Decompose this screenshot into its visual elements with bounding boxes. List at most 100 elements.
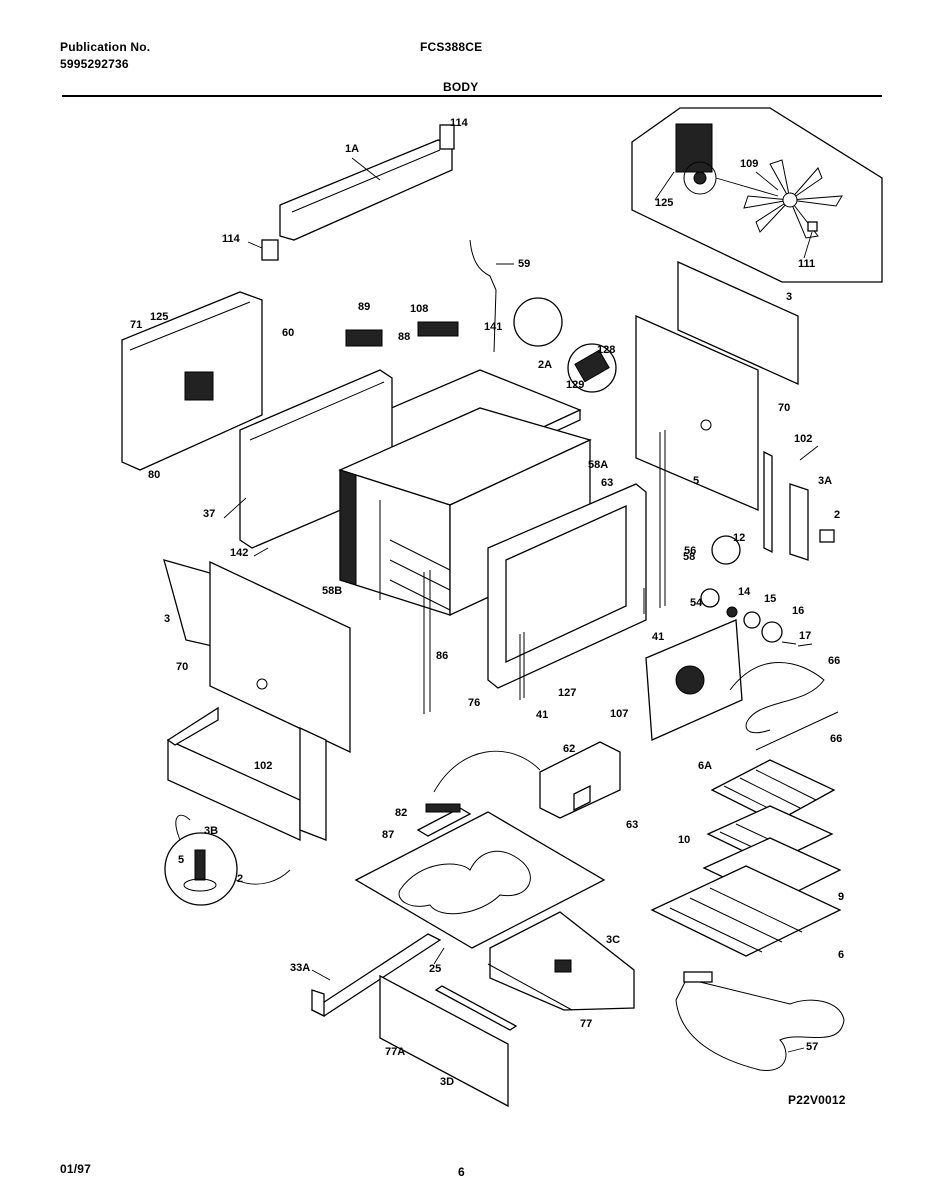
callout-1a: 1A	[345, 143, 359, 155]
fan-blade-icon	[743, 159, 843, 239]
part-102-kick-panel	[166, 706, 327, 842]
callout-2: 2	[237, 873, 243, 885]
part-57-bake-element	[675, 971, 845, 1071]
leader-line	[351, 157, 381, 181]
callout-70: 70	[778, 402, 790, 414]
callout-17: 17	[799, 630, 811, 642]
part-25-oven-bottom	[354, 803, 606, 949]
callout-14: 14	[738, 586, 751, 598]
callout-102: 102	[794, 433, 812, 445]
callout-3c: 3C	[606, 934, 620, 946]
callout-109: 109	[740, 158, 758, 170]
callout-86: 86	[436, 650, 448, 662]
callout-10: 10	[678, 834, 690, 846]
callout-57: 57	[806, 1041, 818, 1053]
callout-9: 9	[838, 891, 844, 903]
callout-5: 5	[693, 475, 699, 487]
callout-3d: 3D	[440, 1076, 454, 1088]
part-top-components	[345, 239, 617, 393]
leader-line	[797, 643, 813, 647]
callout-15: 15	[764, 593, 776, 605]
detail-62-bracket	[433, 741, 621, 819]
callout-89: 89	[358, 301, 370, 313]
section-title: BODY	[443, 80, 479, 94]
callout-71: 71	[130, 319, 142, 331]
leader-line	[654, 171, 675, 201]
callout-80: 80	[148, 469, 160, 481]
publication-label: Publication No.	[60, 40, 151, 54]
callout-54: 54	[690, 597, 703, 609]
inset-motor-fan	[631, 107, 883, 283]
callout-114: 114	[222, 233, 241, 245]
footer-page: 6	[458, 1165, 465, 1179]
leader-line	[253, 547, 269, 557]
callout-58b: 58B	[322, 585, 342, 597]
callout-2: 2	[834, 509, 840, 521]
callout-114: 114	[450, 117, 469, 129]
part-left-front-panels	[163, 559, 351, 754]
callout-141: 141	[484, 321, 502, 333]
callout-77: 77	[580, 1018, 592, 1030]
leveling-leg-detail	[164, 814, 291, 906]
header-rule	[62, 95, 882, 97]
callout-5: 5	[178, 854, 184, 866]
callout-3: 3	[786, 291, 792, 303]
callout-12: 12	[733, 532, 745, 544]
callout-2a: 2A	[538, 359, 552, 371]
leader-line	[803, 231, 813, 259]
callout-66: 66	[830, 733, 842, 745]
leader-line	[247, 241, 263, 249]
callout-63: 63	[626, 819, 638, 831]
callout-102: 102	[254, 760, 272, 772]
footer-date: 01/97	[60, 1162, 92, 1176]
callout-56: 56	[684, 545, 696, 557]
callout-66: 66	[828, 655, 840, 667]
leader-line	[787, 1047, 805, 1053]
callout-59: 59	[518, 258, 530, 270]
publication-number: 5995292736	[60, 57, 129, 71]
callout-129: 129	[566, 379, 584, 391]
callout-111: 111	[798, 258, 815, 270]
callout-87: 87	[382, 829, 394, 841]
callout-58a: 58A	[588, 459, 608, 471]
part-107-rear-wall	[645, 619, 839, 751]
part-racks	[650, 759, 842, 957]
callout-108: 108	[410, 303, 428, 315]
drawing-id: P22V0012	[788, 1093, 846, 1107]
part-1A-rear-panel	[261, 124, 455, 261]
part-lower-panels	[310, 911, 635, 1108]
leader-line	[311, 969, 331, 981]
callout-70: 70	[176, 661, 188, 673]
callout-77a: 77A	[385, 1046, 405, 1058]
leader-line	[433, 947, 445, 965]
motor-icon	[675, 123, 713, 173]
model-number: FCS388CE	[420, 40, 483, 54]
callout-41: 41	[536, 709, 548, 721]
callout-6a: 6A	[698, 760, 712, 772]
leader-line	[799, 445, 819, 461]
callout-62: 62	[563, 743, 575, 755]
callout-127: 127	[558, 687, 576, 699]
callout-33a: 33A	[290, 962, 310, 974]
callout-128: 128	[597, 344, 615, 356]
callout-58: 58	[683, 551, 695, 563]
part-vertical-trims	[423, 430, 666, 714]
callout-3b: 3B	[204, 825, 218, 837]
callout-6: 6	[838, 949, 844, 961]
callout-41: 41	[652, 631, 664, 643]
callout-3: 3	[164, 613, 170, 625]
callout-88: 88	[398, 331, 410, 343]
callout-82: 82	[395, 807, 407, 819]
callout-125: 125	[655, 197, 673, 209]
callout-142: 142	[230, 547, 248, 559]
callout-16: 16	[792, 605, 804, 617]
callout-3a: 3A	[818, 475, 832, 487]
part-63-door-frame	[487, 483, 647, 689]
callout-76: 76	[468, 697, 480, 709]
callout-63: 63	[601, 477, 613, 489]
part-oven-cavity	[338, 407, 592, 617]
part-right-panels	[635, 260, 835, 561]
part-71-back-panel	[121, 291, 263, 471]
